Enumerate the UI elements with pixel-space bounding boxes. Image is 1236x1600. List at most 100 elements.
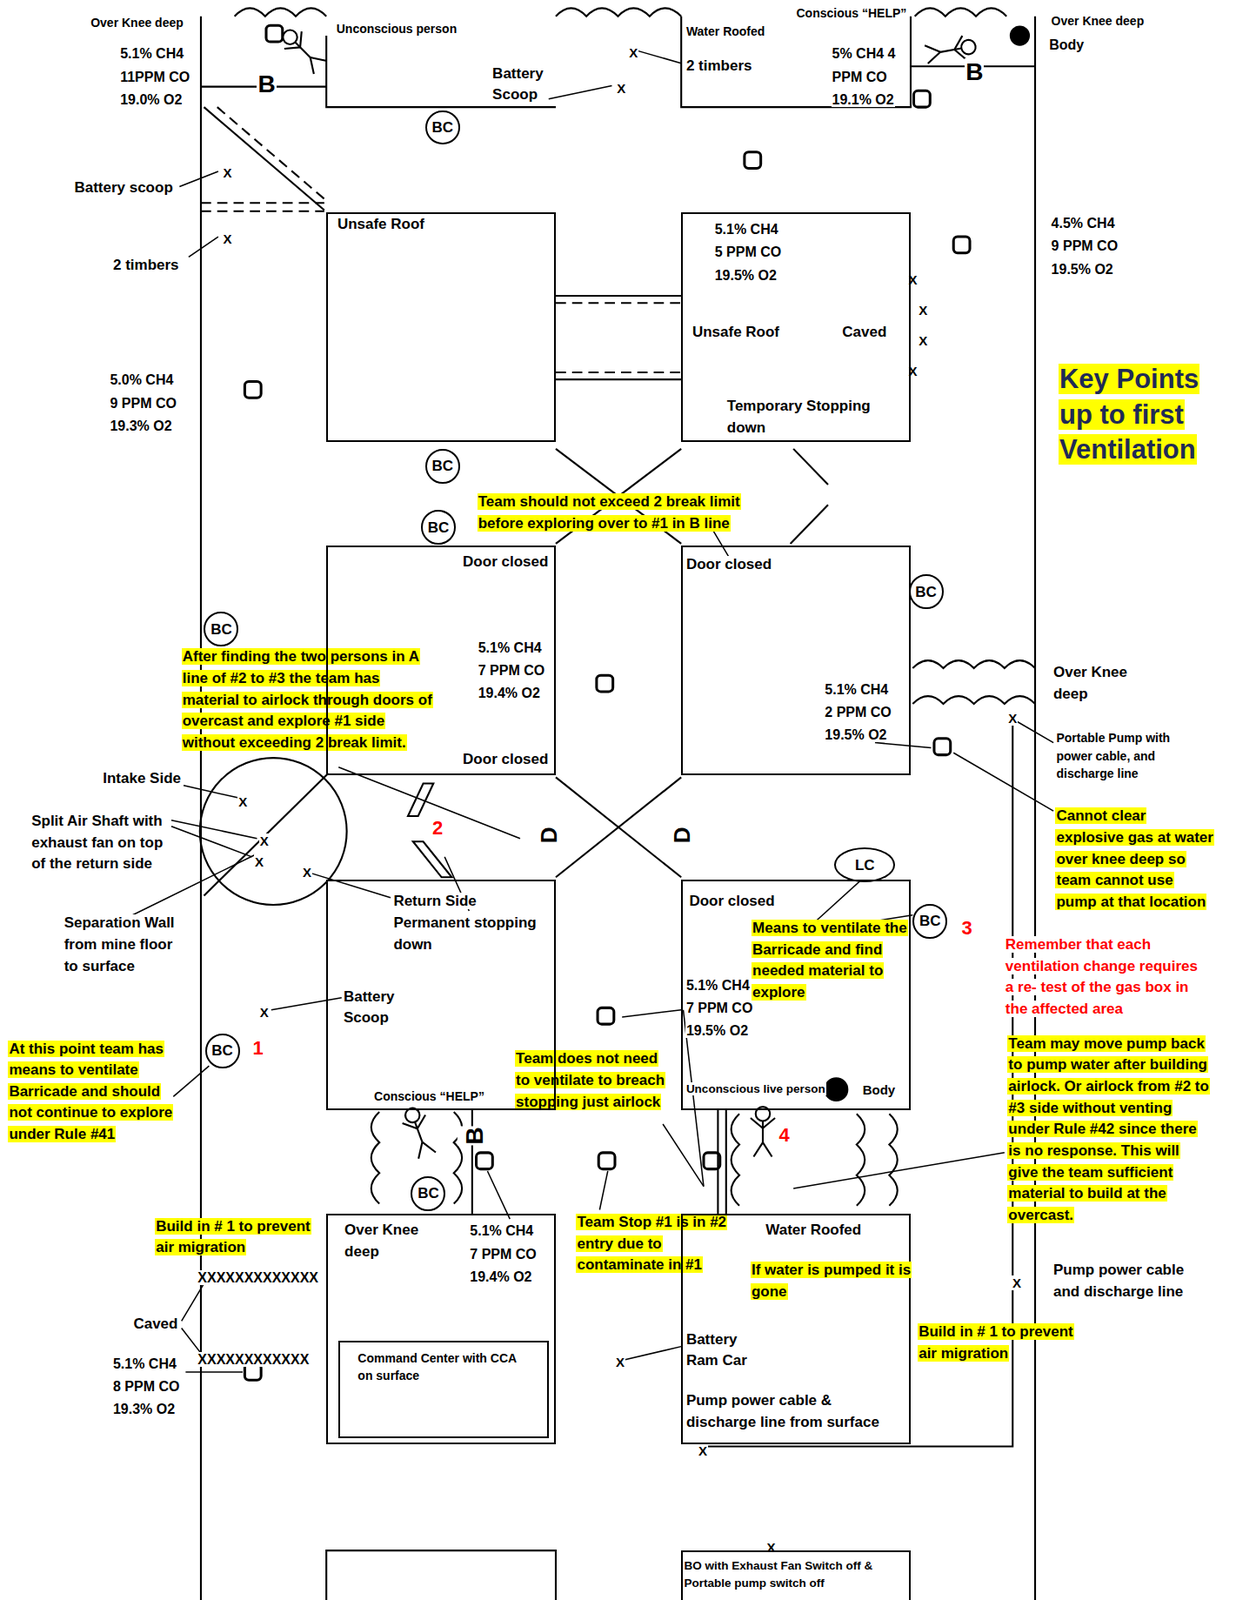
map-label: Intake Side <box>101 769 182 787</box>
map-label: Door closed <box>461 750 549 768</box>
map-label-wrap: 2 timbers <box>112 254 181 277</box>
map-label: Return Side <box>392 892 477 909</box>
x-mark-wrap: X <box>222 229 234 249</box>
leader-line <box>122 51 1054 1372</box>
key-point-note: Means to ventilate the Barricade and fin… <box>751 919 909 1001</box>
gas-reading: 5.1% CH4 7 PPM CO 19.5% O2 <box>685 977 754 1039</box>
pillar-block: Door closedMeans to ventilate the Barric… <box>681 879 911 1110</box>
map-label-wrap: Over Knee deep <box>1050 12 1146 30</box>
key-point-note-wrap: Cannot clear explosive gas at water over… <box>1055 805 1216 913</box>
entry-line <box>200 16 1036 1600</box>
x-mark: X <box>259 833 270 849</box>
map-label: Over Knee deep <box>1050 13 1146 28</box>
map-label-wrap: Conscious “HELP” <box>795 4 909 22</box>
circle-label: LC <box>855 857 876 873</box>
gas-reading: 5% CH4 4 PPM CO 19.1% O2 <box>831 46 897 107</box>
water-symbol <box>371 1111 380 1204</box>
cave-marks: XXXXXXXXXXXXX <box>196 1269 320 1285</box>
map-label: Command Center with CCA on surface <box>356 1350 518 1383</box>
stopping-symbol <box>244 380 261 398</box>
roof-support-line <box>555 378 682 381</box>
map-label-wrap: Pump power cable and discharge line <box>1052 1259 1196 1303</box>
barricade-circle: BC <box>912 903 948 939</box>
callout-number: 4 <box>778 1123 791 1146</box>
map-label: 2 timbers <box>112 256 181 274</box>
pillar-block: Door closed5.1% CH4 7 PPM CO 19.4% O2Doo… <box>326 545 556 776</box>
map-label: Separation Wall from mine floor to surfa… <box>63 914 176 974</box>
map-label-wrap: Caved <box>132 1313 179 1336</box>
map-label-wrap: Body <box>1048 34 1085 55</box>
x-mark-wrap: X <box>628 43 639 63</box>
leader-line <box>638 51 682 64</box>
x-mark-wrap: X <box>301 862 313 882</box>
water-symbol <box>912 695 1036 704</box>
key-point-note-wrap: After finding the two persons in A line … <box>181 646 436 754</box>
warning-note-wrap: Remember that each ventilation change re… <box>1004 934 1210 1021</box>
gas-reading: 5.1% CH4 2 PPM CO 19.5% O2 <box>823 681 892 743</box>
x-mark-wrap: X <box>253 852 265 872</box>
x-mark-wrap: X <box>917 300 929 321</box>
barricade-circle: BC <box>410 1175 446 1211</box>
leader-line <box>173 1065 209 1096</box>
overcast-cross <box>555 448 829 877</box>
person-symbol <box>276 23 330 77</box>
callout-number: 3 <box>960 916 973 939</box>
roof-support-line <box>200 201 325 204</box>
pump-line <box>725 1109 728 1215</box>
map-label: Conscious “HELP” <box>373 1089 486 1103</box>
gas-reading-wrap: 5% CH4 4 PPM CO 19.1% O2 <box>831 42 906 112</box>
barricade-circle: BC <box>425 110 461 146</box>
water-symbol <box>856 1113 865 1206</box>
map-label: Door closed <box>688 892 776 909</box>
map-label-wrap: Water Roofed <box>685 22 766 41</box>
stopping-symbol <box>914 90 931 107</box>
map-label: 2 timbers <box>685 57 754 74</box>
leader-line <box>1015 720 1055 743</box>
barricade-mark-wrap: B <box>465 1117 485 1154</box>
pillar-block: Return SidePermanent stopping downBatter… <box>326 879 556 1110</box>
door-mark-wrap: D <box>540 818 559 852</box>
map-label-wrap: 2 timbers <box>685 55 754 78</box>
stopping-symbol <box>596 674 614 692</box>
map-label-wrap: Battery Ram Car <box>685 1329 749 1372</box>
circle-label: BC <box>915 584 937 600</box>
x-mark: X <box>259 1004 270 1020</box>
map-label: Water Roofed <box>685 24 766 39</box>
circle-label: BC <box>211 1042 234 1058</box>
stopping-symbol <box>598 1152 615 1170</box>
barricade-mark-wrap: B <box>964 54 984 91</box>
heading-wrap: Key Points up to first Ventilation <box>1058 361 1220 468</box>
person-symbol <box>750 1106 776 1156</box>
map-label: Over Knee deep <box>89 15 185 30</box>
map-label-wrap: Unconscious person <box>335 20 458 38</box>
leader-line <box>815 881 860 922</box>
key-point-note: Team does not need to ventilate to breac… <box>514 1049 666 1110</box>
map-label-wrap: Unconscious live person <box>685 1080 827 1098</box>
x-mark-wrap: X <box>917 331 929 351</box>
circle-label: BC <box>417 1185 440 1201</box>
callout-number-wrap: 1 <box>252 1034 265 1063</box>
x-mark: X <box>614 1354 626 1370</box>
leader-line <box>599 1170 608 1210</box>
key-point-note-wrap: Means to ventilate the Barricade and fin… <box>751 917 917 1004</box>
map-label: Permanent stopping down <box>392 914 537 953</box>
gas-reading-wrap: 5.0% CH4 9 PPM CO 19.3% O2 <box>108 368 183 438</box>
x-mark: X <box>222 165 234 181</box>
leader-line <box>621 1009 682 1017</box>
overcast-cross <box>793 448 829 485</box>
x-mark-wrap: X <box>259 1002 270 1023</box>
pillar-block: Water RoofedIf water is pumped it is gon… <box>681 1213 911 1444</box>
entry-line <box>1034 16 1036 1600</box>
map-label-wrap: Separation Wall from mine floor to surfa… <box>63 912 186 977</box>
leader-line <box>171 826 253 857</box>
map-label: Temporary Stopping down <box>726 397 872 436</box>
leader-line <box>311 873 391 898</box>
x-mark: X <box>766 1539 777 1555</box>
pump-line <box>716 1109 719 1215</box>
callout-number: 2 <box>431 816 444 839</box>
leader-line <box>548 85 613 99</box>
map-label-wrap: Unsafe Roof <box>691 321 781 344</box>
person-symbol <box>276 23 1029 1160</box>
stopping-symbol <box>744 152 762 169</box>
map-label: Over Knee deep <box>1052 663 1129 702</box>
